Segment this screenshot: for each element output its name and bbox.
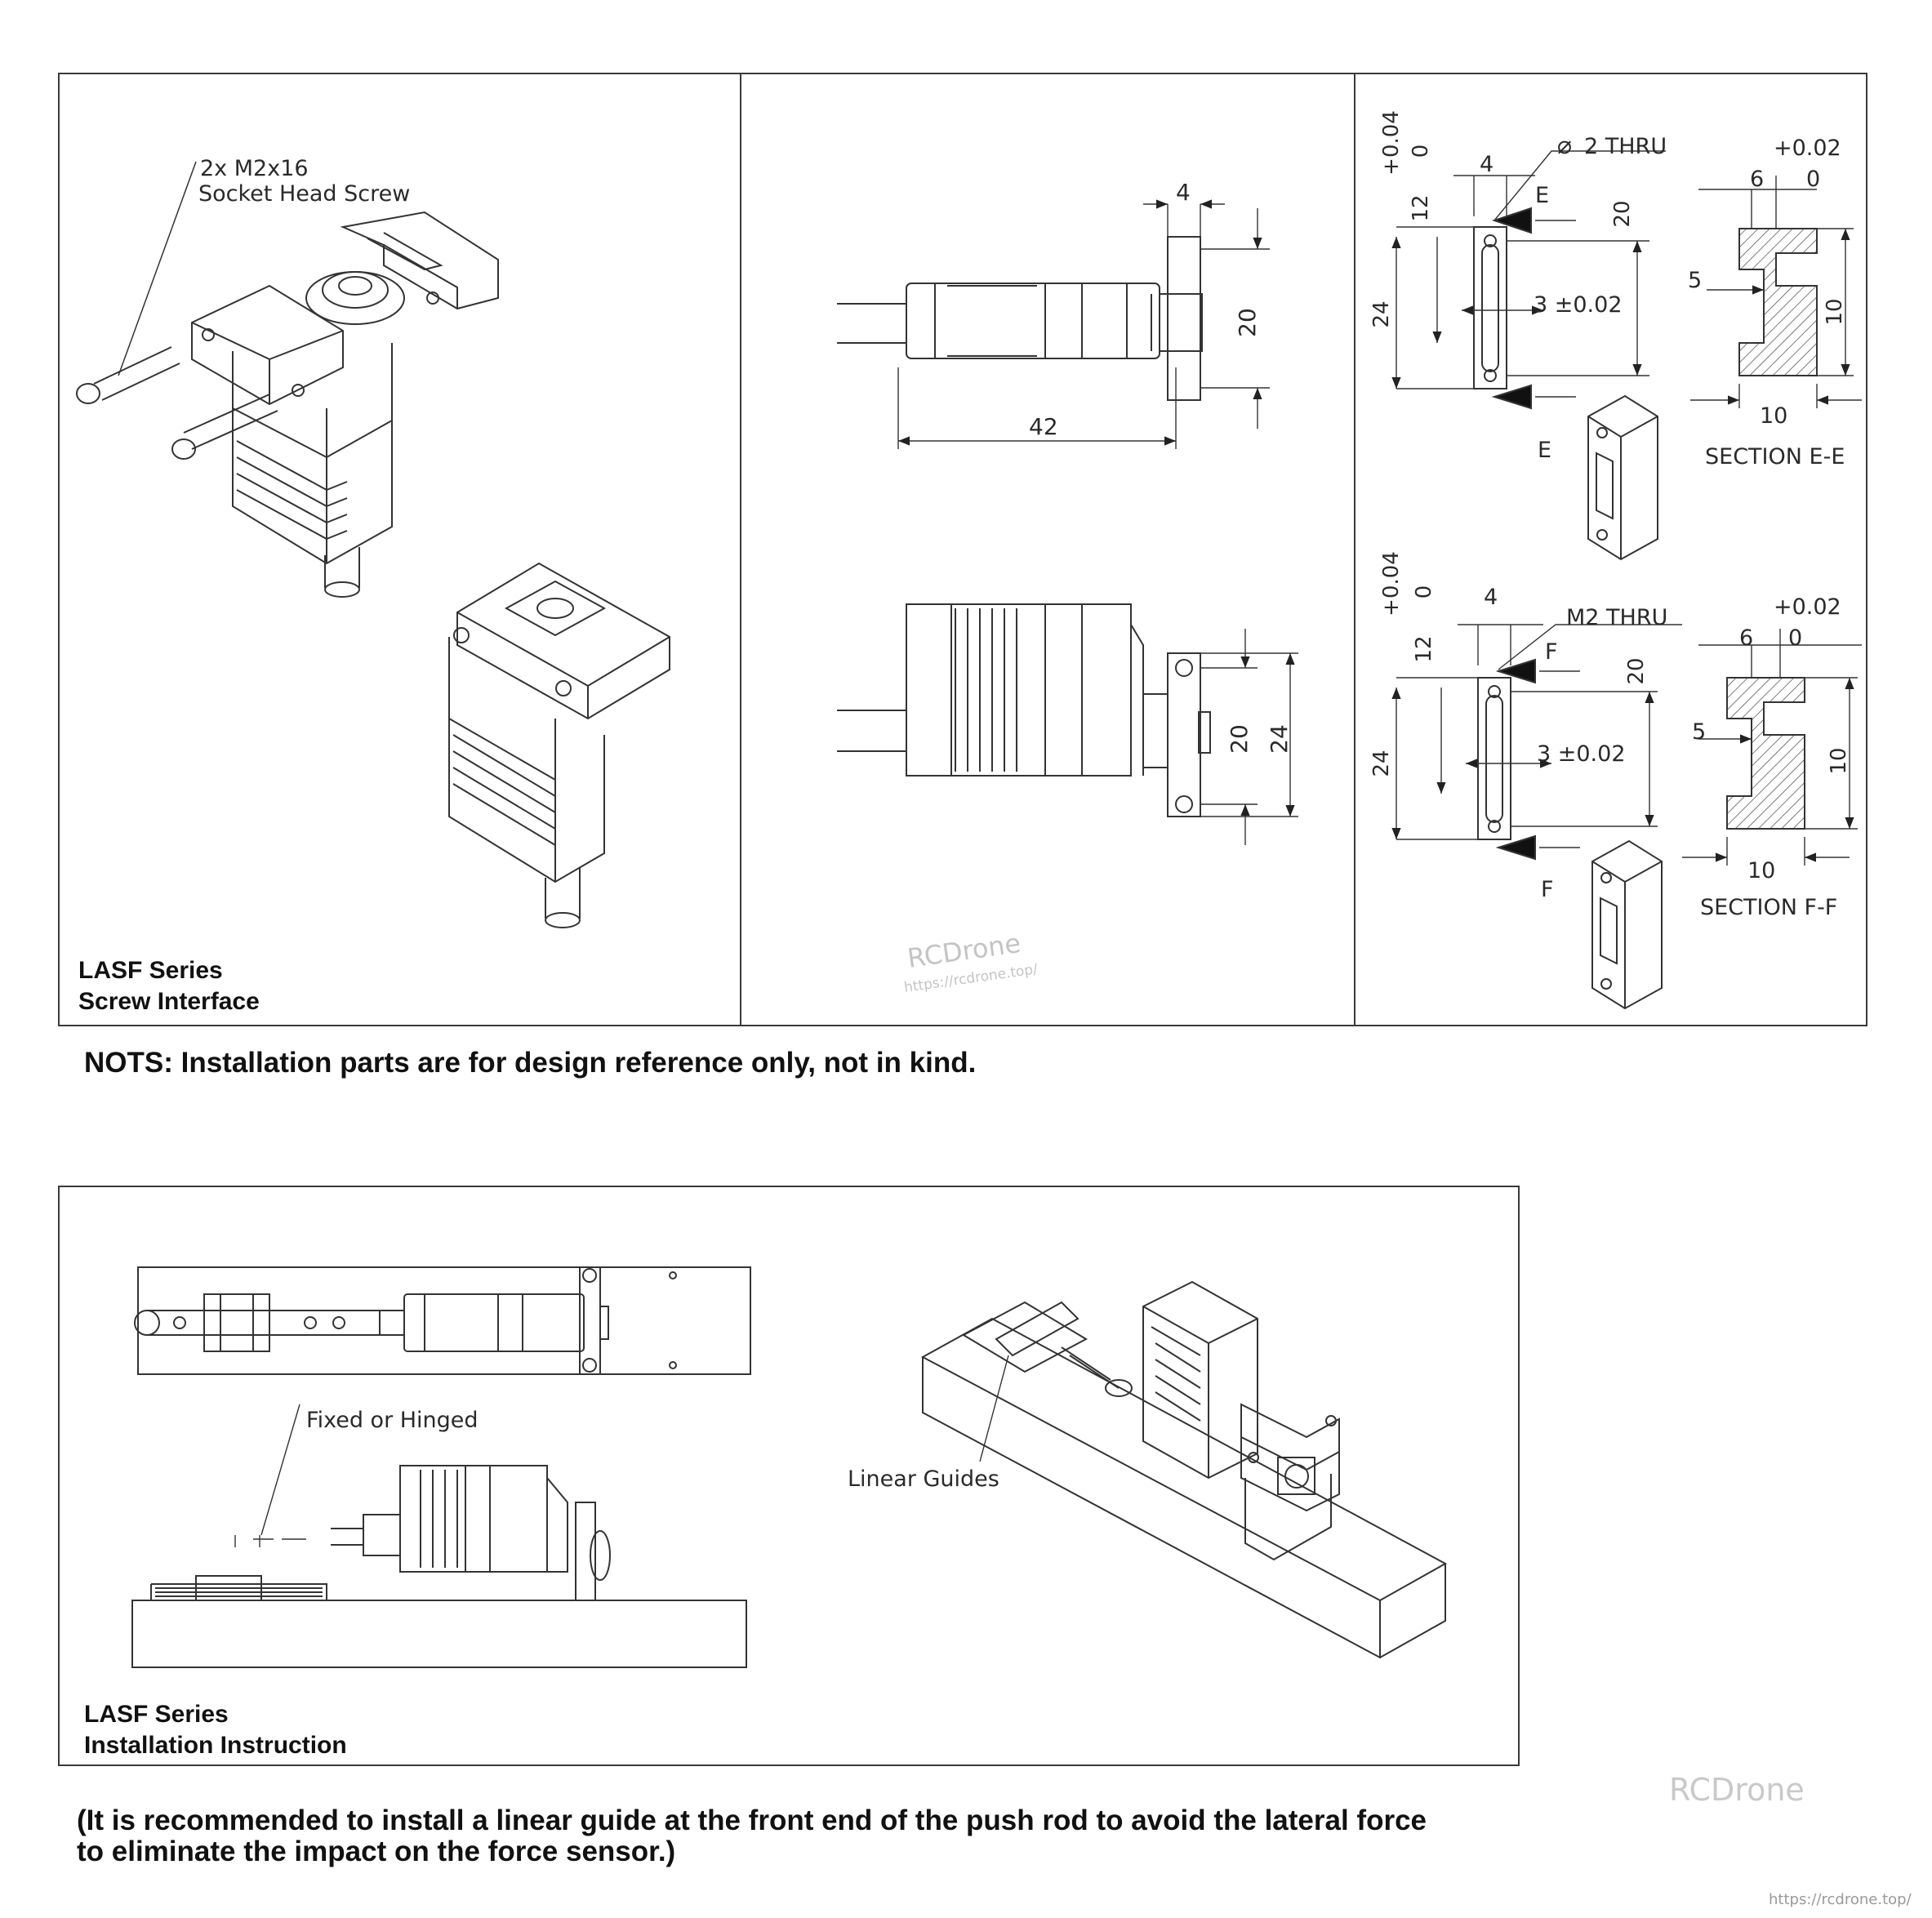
screw-label-qty: 2x M2x16 <box>200 156 309 181</box>
f-hole-note: M2 THRU <box>1566 605 1667 630</box>
f-dim-12: 12 <box>1412 635 1436 662</box>
e-sec-tol-lower: 0 <box>1806 167 1820 192</box>
e-sec-dim-6: 6 <box>1750 167 1764 192</box>
e-hole-note: 2 THRU <box>1584 134 1667 159</box>
f-tol-lower: 0 <box>1412 585 1436 599</box>
top-panel-drawings: 2x M2x16 Socket Head Screw 4 20 42 20 24… <box>76 110 1862 1010</box>
f-iso-label: F <box>1541 877 1554 902</box>
e-sec-tol-upper: +0.02 <box>1774 136 1841 161</box>
e-iso-label: E <box>1538 438 1551 463</box>
dim-42-label: 42 <box>1029 413 1058 440</box>
f-sec-dim-6: 6 <box>1739 625 1753 651</box>
f-dim-3: 3 ±0.02 <box>1537 741 1626 767</box>
dim-24-lower-label: 24 <box>1266 724 1293 754</box>
f-section-marker: F <box>1545 639 1558 665</box>
installation-panel <box>58 1186 1520 1766</box>
f-section-title: SECTION F-F <box>1700 895 1837 920</box>
e-dim-12: 12 <box>1409 194 1433 221</box>
f-tol-upper: +0.04 <box>1379 551 1404 616</box>
dim-20-lower-label: 20 <box>1226 724 1253 754</box>
f-dim-24: 24 <box>1369 750 1394 777</box>
section-e-drawing <box>1391 150 1862 561</box>
e-sec-dim-5: 5 <box>1688 268 1702 293</box>
e-hole-symbol: ⌀ <box>1557 131 1572 160</box>
screw-label-type: Socket Head Screw <box>198 181 410 207</box>
side-view-lower <box>837 603 1211 817</box>
recommendation-line-2: to eliminate the impact on the force sen… <box>77 1836 676 1867</box>
e-sec-dim-10-h: 10 <box>1760 403 1787 429</box>
section-f-drawing <box>1391 624 1862 1010</box>
side-view-upper <box>837 236 1203 401</box>
f-sec-dim-5: 5 <box>1692 719 1706 745</box>
dim-20-label: 20 <box>1234 308 1261 337</box>
caption-interface: Screw Interface <box>78 988 260 1015</box>
installation-caption: LASF Series Installation Instruction <box>84 1699 347 1761</box>
e-sec-dim-10-v: 10 <box>1823 298 1847 325</box>
e-section-title: SECTION E-E <box>1705 444 1845 469</box>
install-caption-title: Installation Instruction <box>84 1732 347 1759</box>
e-dim-4: 4 <box>1480 152 1494 177</box>
e-dim-20: 20 <box>1610 200 1635 227</box>
linear-guide-recommendation: (It is recommended to install a linear g… <box>77 1805 1427 1867</box>
e-dim-24: 24 <box>1369 300 1394 327</box>
f-sec-tol-lower: 0 <box>1788 625 1802 651</box>
exploded-actuator-illustration <box>76 161 670 928</box>
f-sec-dim-10-v: 10 <box>1827 747 1851 774</box>
dim-4-label: 4 <box>1176 179 1191 206</box>
screw-interface-caption: LASF Series Screw Interface <box>78 955 260 1017</box>
f-dim-20: 20 <box>1624 657 1649 684</box>
footer-watermark-url: https://rcdrone.top/ <box>1769 1891 1912 1908</box>
f-sec-tol-upper: +0.02 <box>1774 594 1841 620</box>
e-section-marker: E <box>1535 183 1549 208</box>
dimension-lines-mid <box>897 199 1298 845</box>
recommendation-line-1: (It is recommended to install a linear g… <box>77 1805 1427 1836</box>
e-tol-lower: 0 <box>1409 145 1433 158</box>
footer-watermark-brand: RCDrone <box>1669 1772 1805 1808</box>
design-reference-note: NOTS: Installation parts are for design … <box>84 1047 977 1079</box>
e-dim-3: 3 ±0.02 <box>1534 292 1623 318</box>
f-dim-4: 4 <box>1484 585 1498 610</box>
e-tol-upper: +0.04 <box>1379 110 1404 176</box>
install-caption-series: LASF Series <box>84 1701 229 1728</box>
caption-series: LASF Series <box>78 957 223 984</box>
sections-panel <box>1354 73 1867 1026</box>
f-sec-dim-10-h: 10 <box>1747 858 1775 883</box>
